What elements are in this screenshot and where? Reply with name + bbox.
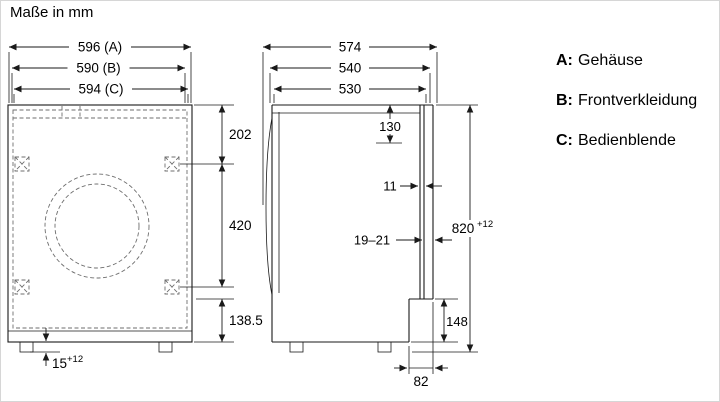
- dim-depth-total: 574: [339, 40, 362, 55]
- screw-bottom-left: [14, 279, 30, 295]
- legend-item-b: B: Frontverkleidung: [556, 92, 697, 109]
- page-title: Maße in mm: [10, 4, 93, 21]
- dim-foot-height-tolerance: +12: [67, 354, 83, 365]
- dim-depth-mid: 540: [339, 61, 362, 76]
- dim-panel-thickness: 19–21: [354, 233, 390, 248]
- legend-item-c: C: Bedienblende: [556, 132, 676, 149]
- side-view: [265, 104, 434, 353]
- dim-front-width-a: 596 (A): [78, 40, 122, 55]
- front-view: [7, 104, 193, 353]
- legend-key-a: A:: [556, 52, 573, 69]
- dim-overall-height: 820: [452, 221, 475, 236]
- dim-overall-height-tolerance: +12: [477, 219, 493, 230]
- base-depth-dimension: 82: [394, 302, 448, 389]
- dim-base-height: 148: [446, 314, 468, 329]
- dim-front-width-c: 594 (C): [78, 82, 123, 97]
- dim-base-depth: 82: [413, 374, 428, 389]
- legend-label-b: Frontverkleidung: [578, 92, 697, 109]
- screw-bottom-right: [164, 279, 180, 295]
- screw-top-left: [14, 156, 30, 172]
- door-circles: [44, 173, 150, 279]
- dim-top-recess: 130: [379, 119, 401, 134]
- legend: A: Gehäuse B: Frontverkleidung C: Bedienble…: [556, 52, 697, 149]
- side-feet: [289, 341, 392, 353]
- screw-top-right: [164, 156, 180, 172]
- foot-height-dimension: 15 +12: [30, 328, 83, 371]
- dim-foot-height: 15: [52, 356, 67, 371]
- dim-panel-gap: 11: [383, 179, 397, 194]
- door-bulge: [265, 117, 273, 296]
- side-detail-dimensions: 130 11 19–21 820 +12 148: [351, 104, 493, 389]
- dim-top-to-screws: 202: [229, 127, 252, 142]
- side-depth-dimensions: 574 540 530: [262, 40, 438, 205]
- legend-label-a: Gehäuse: [578, 52, 643, 69]
- mounting-screw-marks: [14, 156, 180, 295]
- front-feet: [19, 341, 173, 353]
- furniture-front-panel: [423, 105, 434, 299]
- dim-depth-body: 530: [339, 82, 362, 97]
- front-hidden-edges: [12, 106, 188, 329]
- base-height-dimension: 148: [411, 298, 469, 343]
- dim-front-width-b: 590 (B): [76, 61, 120, 76]
- front-height-dimensions: 202 420 138.5 15 +12: [30, 104, 263, 371]
- overall-height-dimension: 820 +12: [412, 104, 493, 353]
- legend-key-b: B:: [556, 92, 573, 109]
- dim-lower-section: 138.5: [229, 313, 263, 328]
- front-width-dimensions: 596 (A) 590 (B) 594 (C): [8, 40, 192, 103]
- front-outline: [7, 104, 193, 343]
- dim-screw-spacing: 420: [229, 218, 252, 233]
- legend-item-a: A: Gehäuse: [556, 52, 643, 69]
- legend-key-c: C:: [556, 132, 573, 149]
- legend-label-c: Bedienblende: [578, 132, 676, 149]
